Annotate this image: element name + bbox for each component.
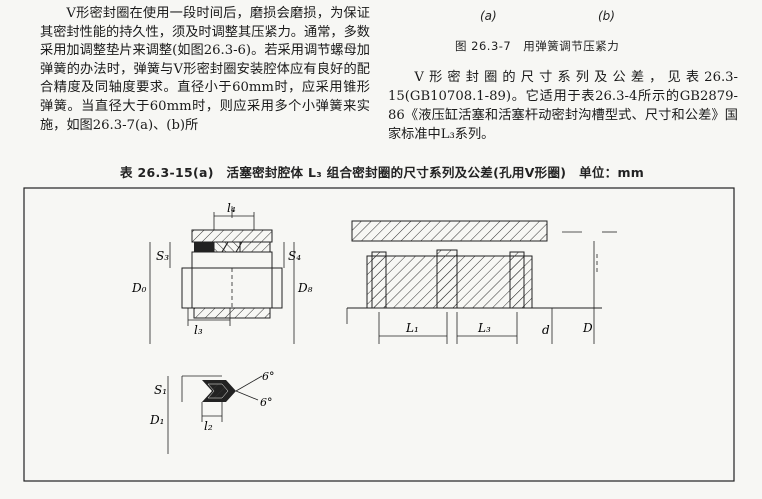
label-d1: D₁: [149, 413, 164, 427]
piston-groove-drawing: L₁ L₃ d D: [346, 220, 617, 344]
label-l2: l₂: [204, 419, 213, 433]
left-text-column: V形密封圈在使用一段时间后，磨损会磨损，为保证其密封性能的持久性，须及时调整其压…: [40, 5, 370, 135]
label-s4: S₄: [288, 249, 301, 263]
label-l3: l₃: [194, 323, 203, 337]
label-big-l3: L₃: [477, 321, 491, 335]
label-s3: S₃: [156, 249, 169, 263]
label-d-small: d: [542, 323, 550, 337]
label-s1: S₁: [154, 383, 167, 397]
label-angle-bottom: 6°: [260, 396, 273, 409]
label-l4: l₄: [227, 201, 236, 215]
figure-label-a: (a): [480, 9, 497, 23]
left-paragraph: V形密封圈在使用一段时间后，磨损会磨损，为保证其密封性能的持久性，须及时调整其压…: [40, 6, 370, 133]
table-frame: [23, 187, 735, 482]
label-d8: D₈: [297, 281, 313, 295]
technical-drawing: l₄ S₃ S₄ D₀ D₈ l₃ L₁: [23, 187, 735, 482]
figure-label-b: (b): [598, 9, 615, 23]
label-d-big: D: [582, 321, 593, 335]
label-angle-top: 6°: [262, 370, 275, 383]
right-text-column: V形密封圈的尺寸系列及公差，见表26.3-15(GB10708.1-89)。它适…: [388, 68, 738, 144]
label-big-l1: L₁: [405, 321, 419, 335]
v-ring-detail-drawing: S₁ D₁ 6° 6° l₂: [149, 370, 275, 454]
label-d0: D₀: [131, 281, 147, 295]
table-title: 表 26.3-15(a) 活塞密封腔体 L₃ 组合密封圈的尺寸系列及公差(孔用V…: [120, 165, 645, 180]
figure-caption: 图 26.3-7 用弹簧调节压紧力: [455, 39, 620, 53]
seal-assembly-drawing: l₄ S₃ S₄ D₀ D₈ l₃: [131, 201, 313, 344]
right-paragraph: V形密封圈的尺寸系列及公差，见表26.3-15(GB10708.1-89)。它适…: [388, 70, 738, 142]
